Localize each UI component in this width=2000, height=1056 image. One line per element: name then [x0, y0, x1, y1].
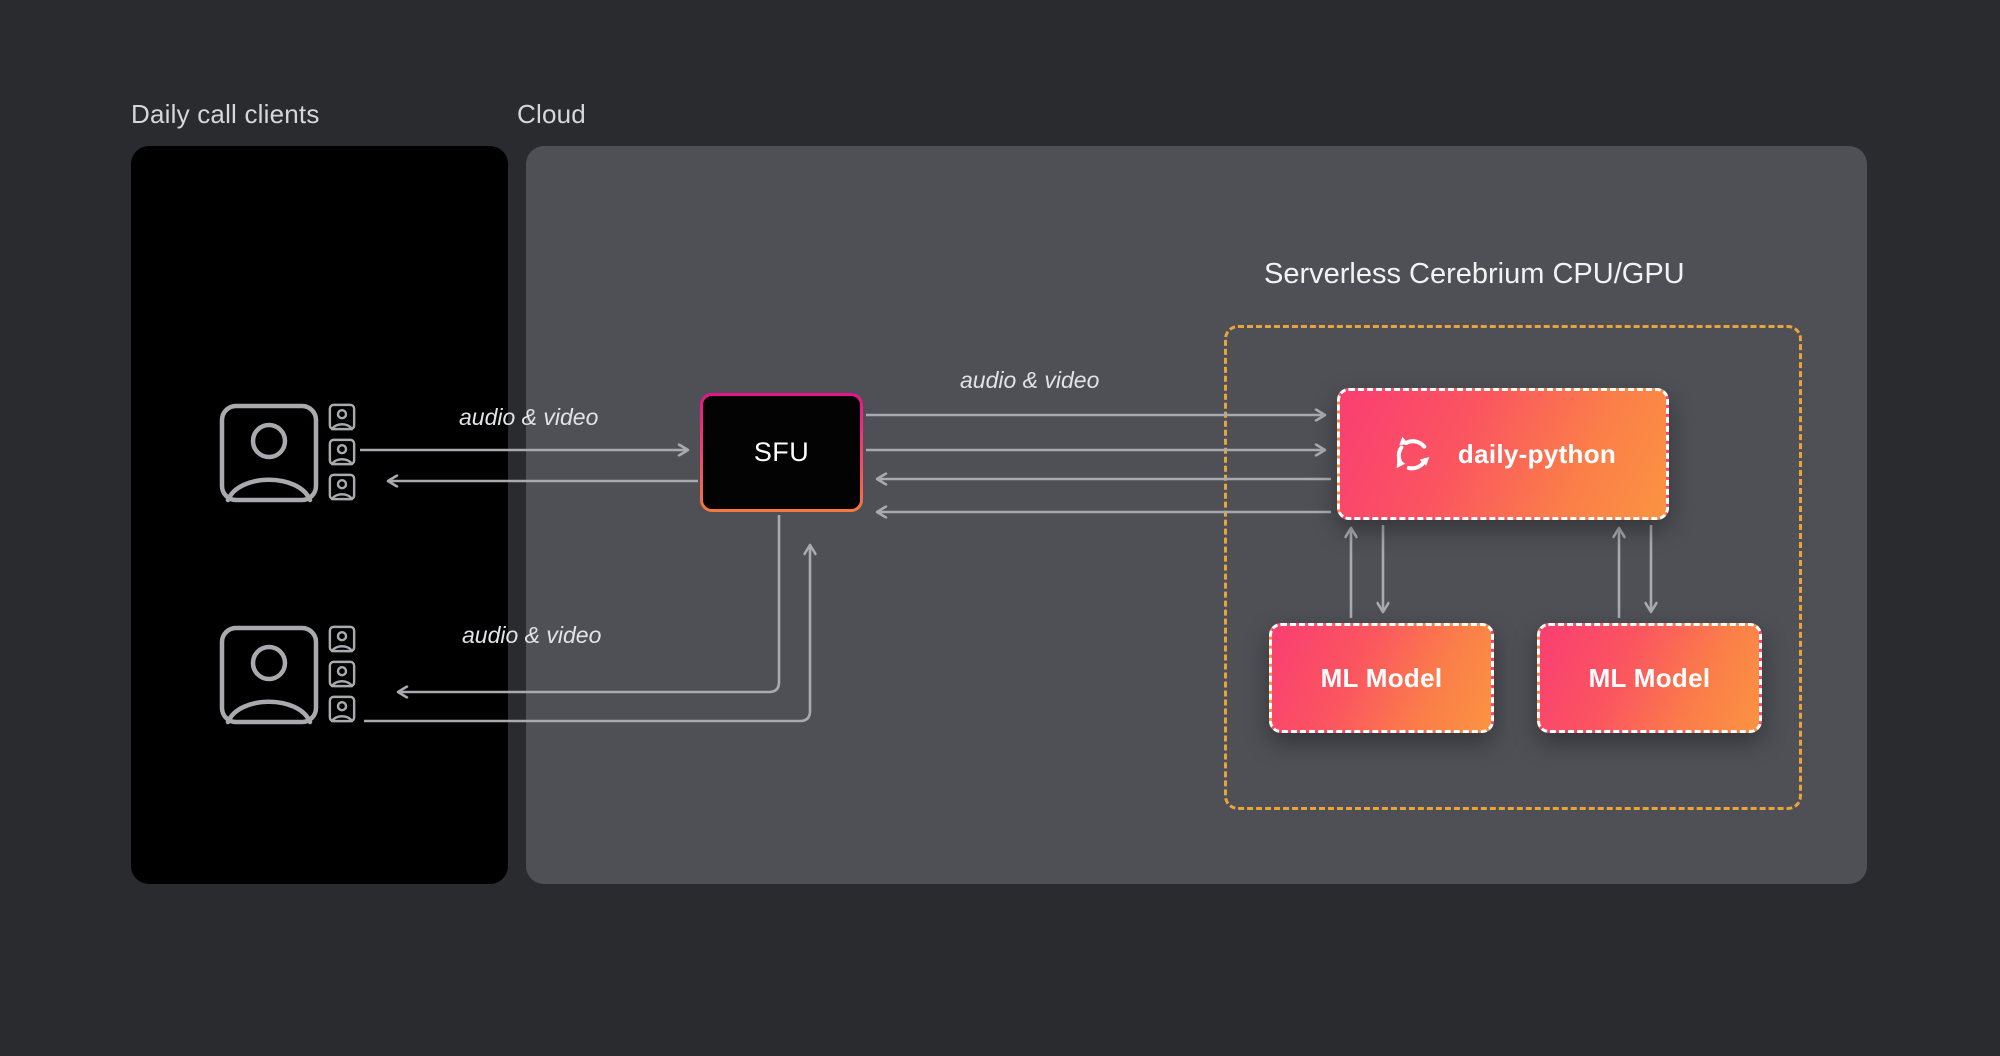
- daily-python-label: daily-python: [1457, 438, 1617, 469]
- group-label-cloud: Cloud: [517, 99, 586, 129]
- sync-arrows-icon: [1396, 436, 1430, 471]
- client-2[interactable]: [219, 625, 356, 725]
- sfu-node[interactable]: SFU: [700, 393, 863, 512]
- user-avatar-icon[interactable]: [328, 438, 356, 466]
- user-avatar-icon: [219, 403, 319, 503]
- user-avatar-icon[interactable]: [328, 660, 356, 688]
- ml-model-label: ML Model: [1588, 662, 1711, 693]
- participant-tile-stack: [328, 625, 356, 723]
- ml-model-label: ML Model: [1320, 662, 1443, 693]
- user-avatar-icon[interactable]: [328, 695, 356, 723]
- client-1[interactable]: [219, 403, 356, 503]
- user-avatar-icon: [219, 625, 319, 725]
- user-avatar-icon[interactable]: [328, 625, 356, 653]
- participant-tile-stack: [328, 403, 356, 501]
- edge-label-sfu-dailypython: audio & video: [960, 367, 1100, 393]
- edge-label-sfu-client2: audio & video: [462, 622, 602, 648]
- ml-model-node-2[interactable]: ML Model: [1537, 623, 1762, 733]
- user-avatar-icon[interactable]: [328, 403, 356, 431]
- daily-python-node[interactable]: daily-python: [1337, 388, 1669, 520]
- cerebrium-container: [1224, 325, 1802, 810]
- cerebrium-title: Serverless Cerebrium CPU/GPU: [1264, 258, 1685, 290]
- clients-panel: [131, 146, 508, 884]
- group-label-clients: Daily call clients: [131, 99, 320, 129]
- sfu-node-body: SFU: [703, 396, 860, 509]
- edge-label-client1-sfu: audio & video: [459, 404, 599, 430]
- ml-model-node-1[interactable]: ML Model: [1269, 623, 1494, 733]
- user-avatar-icon[interactable]: [328, 473, 356, 501]
- sfu-label: SFU: [753, 437, 810, 467]
